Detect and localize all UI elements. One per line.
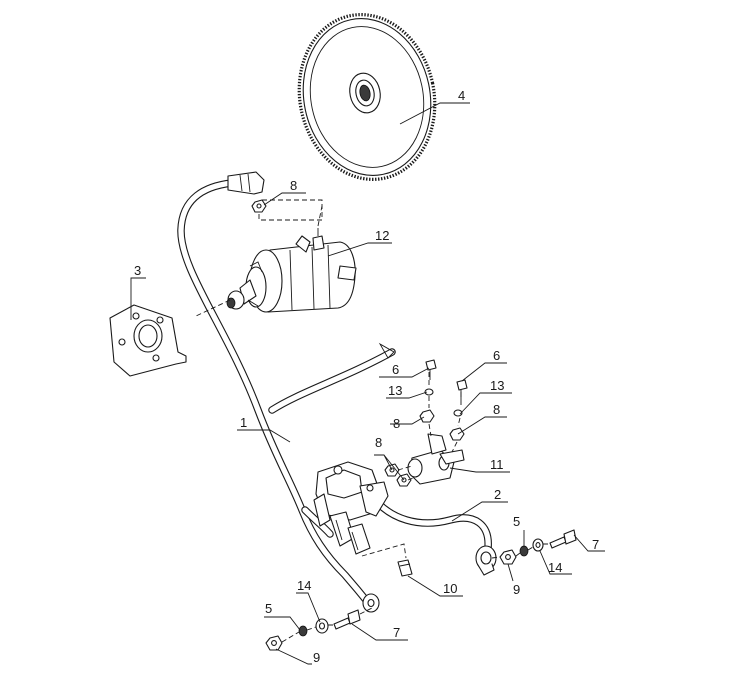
- relay-assembly: [313, 461, 389, 555]
- cable-clip: [397, 559, 413, 577]
- callout-7: 7: [592, 537, 599, 552]
- callout-14: 14: [548, 560, 562, 575]
- ground-cable: [368, 492, 497, 576]
- callout-13: 13: [490, 378, 504, 393]
- mounting-bracket: [109, 304, 187, 377]
- callout-9: 9: [313, 650, 320, 665]
- starter-motor: [226, 228, 357, 313]
- flywheel-ring-gear: [297, 13, 437, 181]
- callout-11: 11: [490, 457, 504, 472]
- assembly-lines: [195, 199, 550, 643]
- callout-7: 7: [393, 625, 400, 640]
- callout-13: 13: [388, 383, 402, 398]
- callout-3: 3: [134, 263, 141, 278]
- solenoid: [407, 433, 465, 485]
- callout-8: 8: [375, 435, 382, 450]
- callout-1: 1: [240, 415, 247, 430]
- callout-5: 5: [513, 514, 520, 529]
- callout-labels: 4 8 12 3 6 6 13 13 8 8 1 8 11 2 5 7 14 9…: [134, 88, 599, 665]
- leader-lines: [130, 102, 605, 665]
- callout-4: 4: [458, 88, 465, 103]
- callout-14: 14: [297, 578, 311, 593]
- callout-8: 8: [493, 402, 500, 417]
- callout-2: 2: [494, 487, 501, 502]
- callout-6: 6: [392, 362, 399, 377]
- callout-10: 10: [443, 581, 457, 596]
- callout-8: 8: [393, 416, 400, 431]
- callout-6: 6: [493, 348, 500, 363]
- callout-12: 12: [375, 228, 389, 243]
- callout-9: 9: [513, 582, 520, 597]
- callout-8: 8: [290, 178, 297, 193]
- callout-5: 5: [265, 601, 272, 616]
- fasteners: [251, 199, 577, 651]
- main-cable: [177, 171, 396, 613]
